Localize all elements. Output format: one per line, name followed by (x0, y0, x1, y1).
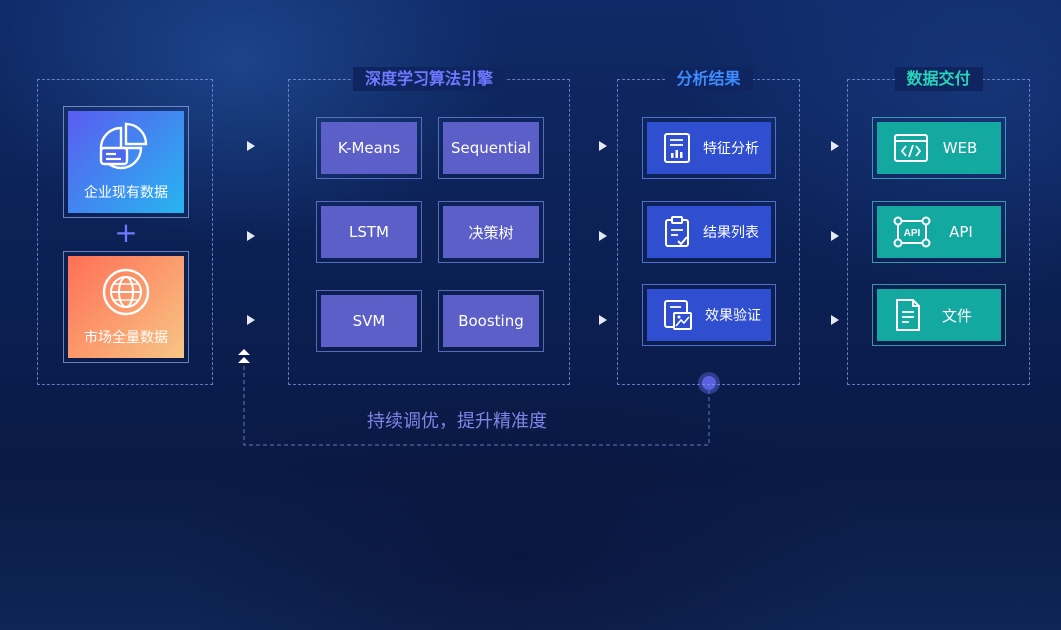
algo-frame: Boosting (438, 290, 544, 352)
web-code-icon (894, 134, 928, 162)
report-chart-icon (664, 133, 690, 163)
algo-frame: K-Means (316, 117, 422, 179)
flow-arrow-icon (222, 231, 255, 241)
globe-icon (102, 268, 150, 316)
results-panel: 分析结果 特征分析 结果列表 (617, 67, 800, 385)
algo-frame: Sequential (438, 117, 544, 179)
results-title: 分析结果 (664, 67, 753, 91)
delivery-frame: API API (872, 201, 1006, 263)
delivery-card-web[interactable]: WEB (877, 122, 1001, 174)
delivery-title: 数据交付 (894, 67, 983, 91)
flow-arrow-icon (806, 231, 839, 241)
algo-card-decision-tree[interactable]: 决策树 (443, 206, 539, 258)
algo-card-kmeans[interactable]: K-Means (321, 122, 417, 174)
algo-card-boosting[interactable]: Boosting (443, 295, 539, 347)
result-card-feature-analysis[interactable]: 特征分析 (647, 122, 771, 174)
delivery-card-api[interactable]: API API (877, 206, 1001, 258)
algo-frame: LSTM (316, 201, 422, 263)
engine-panel: 深度学习算法引擎 K-Means Sequential LSTM 决策树 SVM… (288, 67, 570, 385)
flow-arrow-icon (574, 141, 607, 151)
engine-title: 深度学习算法引擎 (352, 67, 506, 91)
result-label: 结果列表 (703, 225, 759, 241)
source-card-enterprise[interactable]: 企业现有数据 (68, 111, 184, 213)
flow-arrow-icon (574, 231, 607, 241)
pie-chart-icon (99, 122, 148, 170)
source-card-frame: 企业现有数据 (63, 106, 189, 218)
delivery-panel: 数据交付 WEB API API (847, 67, 1030, 385)
algo-frame: SVM (316, 290, 422, 352)
sources-panel: 企业现有数据 + 市场全量数据 (37, 79, 213, 385)
source-card-frame: 市场全量数据 (63, 251, 189, 363)
result-card-result-list[interactable]: 结果列表 (647, 206, 771, 258)
flow-arrow-icon (806, 315, 839, 325)
result-card-effect-validation[interactable]: 效果验证 (647, 289, 771, 341)
checklist-icon (665, 216, 689, 247)
result-frame: 特征分析 (642, 117, 776, 179)
delivery-label: WEB (942, 139, 978, 157)
plus-sign: + (114, 216, 138, 249)
svg-text:API: API (904, 228, 921, 239)
file-icon (896, 299, 920, 331)
result-frame: 结果列表 (642, 201, 776, 263)
algo-frame: 决策树 (438, 201, 544, 263)
feedback-up-arrow-icon (238, 349, 250, 363)
algo-card-svm[interactable]: SVM (321, 295, 417, 347)
source-label: 企业现有数据 (84, 185, 168, 201)
result-label: 特征分析 (703, 141, 759, 157)
algo-card-lstm[interactable]: LSTM (321, 206, 417, 258)
delivery-label: 文件 (941, 306, 972, 325)
delivery-label: API (949, 223, 973, 241)
flow-arrow-icon (574, 315, 607, 325)
flow-arrow-icon (806, 141, 839, 151)
delivery-frame: 文件 (872, 284, 1006, 346)
source-label: 市场全量数据 (84, 330, 168, 346)
result-label: 效果验证 (705, 308, 761, 324)
delivery-card-file[interactable]: 文件 (877, 289, 1001, 341)
flow-arrow-icon (222, 141, 255, 151)
result-frame: 效果验证 (642, 284, 776, 346)
api-icon: API (893, 216, 931, 248)
source-card-market[interactable]: 市场全量数据 (68, 256, 184, 358)
algo-card-sequential[interactable]: Sequential (443, 122, 539, 174)
image-document-icon (664, 300, 692, 330)
delivery-frame: WEB (872, 117, 1006, 179)
loop-node-icon (698, 372, 720, 394)
flow-arrow-icon (222, 315, 255, 325)
feedback-text: 持续调优，提升精准度 (367, 411, 547, 432)
